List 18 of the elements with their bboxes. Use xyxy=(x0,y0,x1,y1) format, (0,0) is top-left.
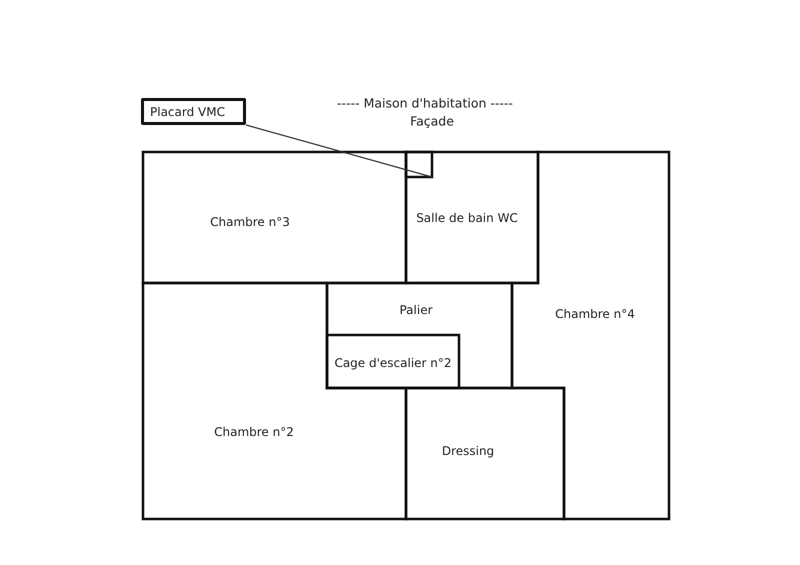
room-outline xyxy=(327,283,512,388)
plan-heading: ----- Maison d'habitation ----- xyxy=(337,96,513,110)
room-name: Placard VMC xyxy=(150,104,225,118)
room-outline xyxy=(327,335,459,388)
room-name: Dressing xyxy=(442,444,494,458)
room-name: Chambre n°2 xyxy=(214,425,294,439)
room-name: Palier xyxy=(399,303,433,317)
leader-line xyxy=(246,124,432,178)
room-outline xyxy=(406,388,564,519)
closet-outline xyxy=(406,152,432,177)
room-name: Salle de bain WC xyxy=(416,211,518,225)
label-box xyxy=(141,98,246,125)
room-outline xyxy=(406,152,538,283)
room-name: Chambre n°3 xyxy=(210,215,290,229)
room-outline xyxy=(143,152,406,283)
room-name: Chambre n°4 xyxy=(555,307,635,321)
plan-heading: Façade xyxy=(410,114,454,128)
room-name: Cage d'escalier n°2 xyxy=(334,356,452,370)
